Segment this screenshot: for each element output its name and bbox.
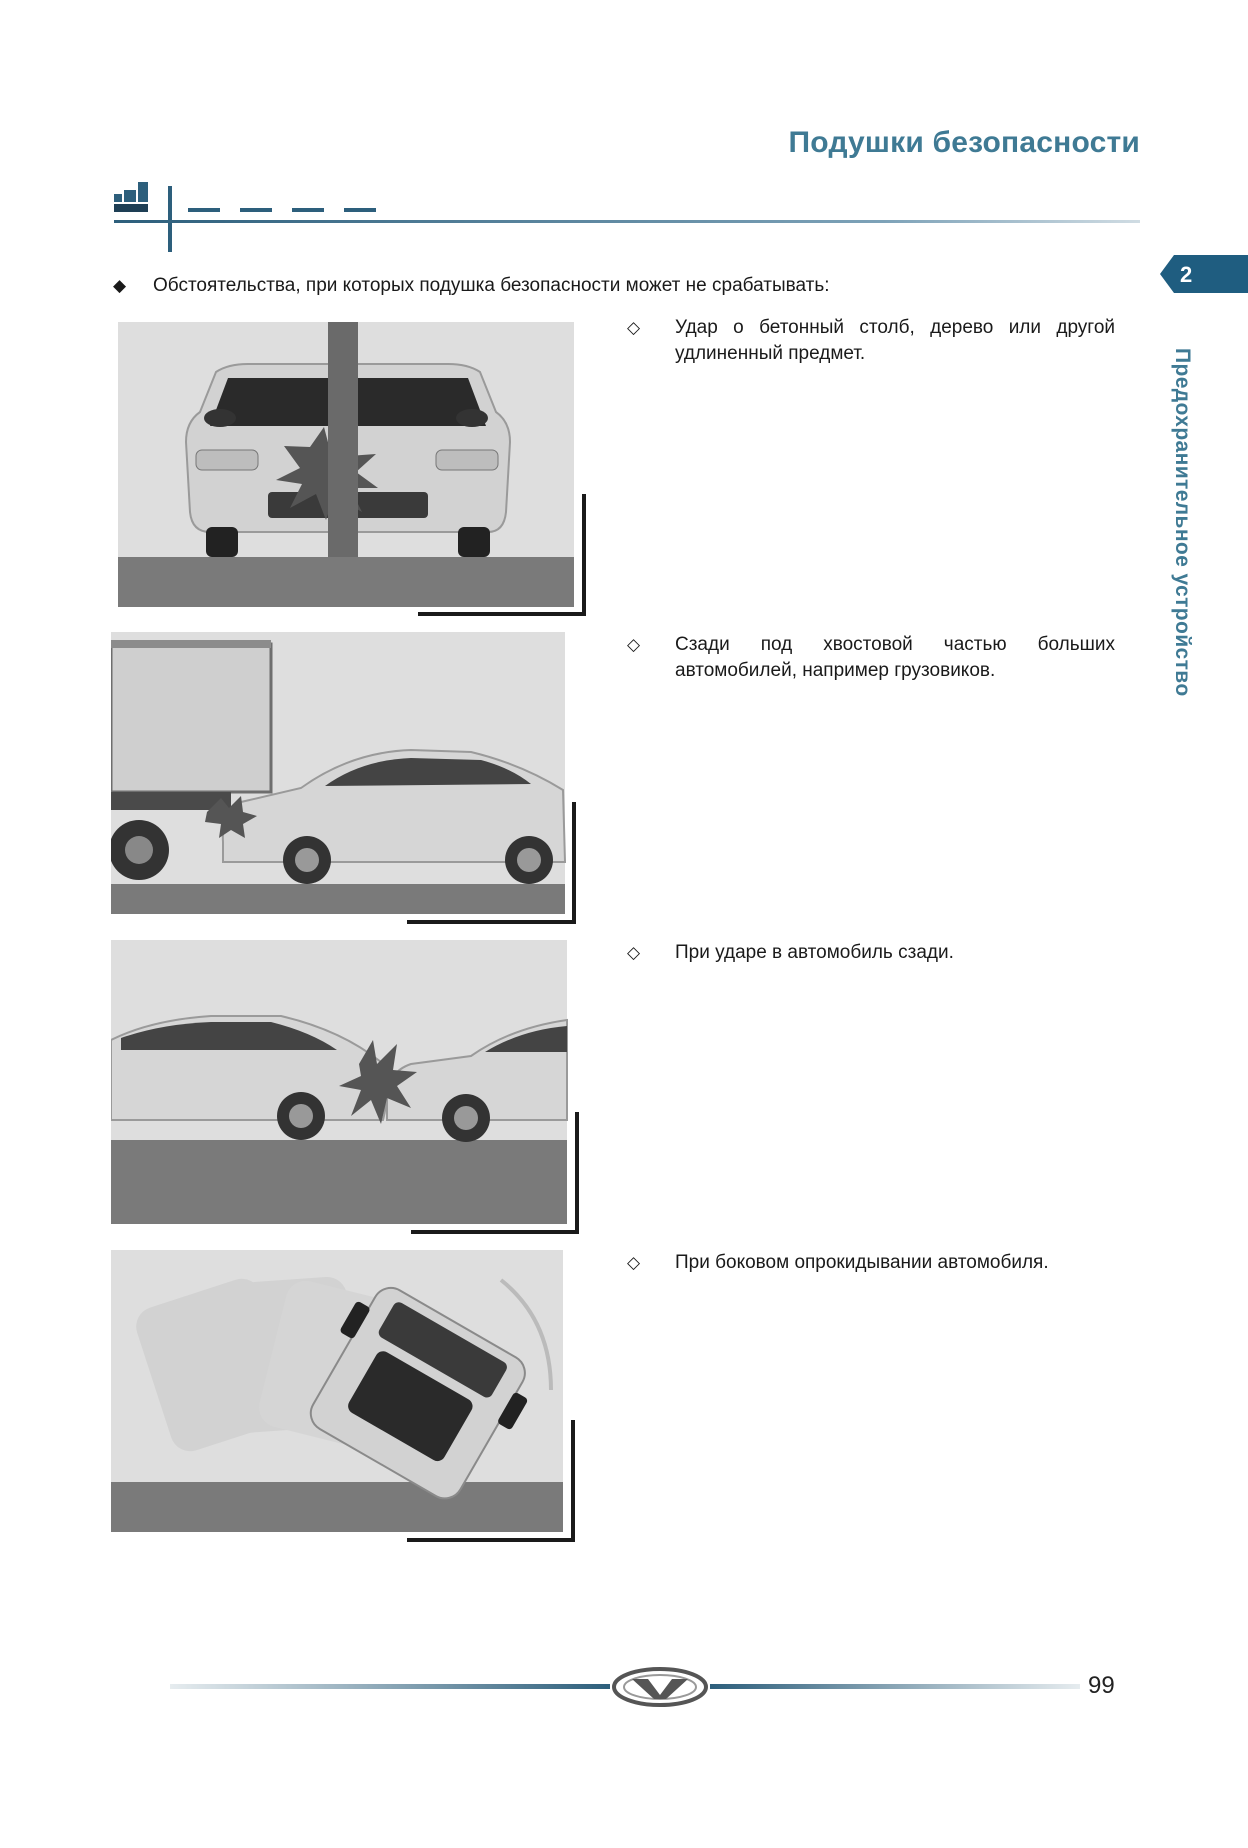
item-text: Сзади под хвостовой частью больших автом… <box>675 634 1115 681</box>
figure-rollover <box>111 1250 575 1542</box>
page-title: Подушки безопасности <box>788 126 1140 159</box>
diamond-outline-icon: ◇ <box>627 635 641 654</box>
intro-line: ◆ Обстоятельства, при которых подушка бе… <box>113 275 830 297</box>
figure-truck-underride <box>111 632 576 924</box>
figure-pole-collision <box>118 322 586 616</box>
list-item: ◇ При ударе в автомобиль сзади. <box>627 940 1115 966</box>
list-item: ◇ Сзади под хвостовой частью больших авт… <box>627 632 1115 684</box>
list-item: ◇ При боковом опрокидывании автомобиля. <box>627 1250 1115 1276</box>
diamond-outline-icon: ◇ <box>627 1253 641 1272</box>
diamond-outline-icon: ◇ <box>627 318 641 337</box>
item-text: Удар о бетонный столб, дерево или другой… <box>675 317 1115 364</box>
brand-logo-icon <box>612 1667 708 1707</box>
page-number: 99 <box>1088 1672 1115 1699</box>
intro-text: Обстоятельства, при которых подушка безо… <box>153 275 830 296</box>
footer-decoration <box>170 1667 1080 1707</box>
chapter-side-label: Предохранительное устройство <box>1171 348 1194 697</box>
chapter-number: 2 <box>1180 262 1193 287</box>
item-text: При ударе в автомобиль сзади. <box>675 942 954 963</box>
figure-rear-collision <box>111 940 579 1234</box>
diamond-outline-icon: ◇ <box>627 943 641 962</box>
chapter-tab <box>1160 255 1248 293</box>
header-decoration <box>114 182 1140 252</box>
list-item: ◇ Удар о бетонный столб, дерево или друг… <box>627 315 1115 367</box>
item-text: При боковом опрокидывании автомобиля. <box>675 1252 1049 1273</box>
bullet-diamond-filled-icon: ◆ <box>113 276 127 295</box>
